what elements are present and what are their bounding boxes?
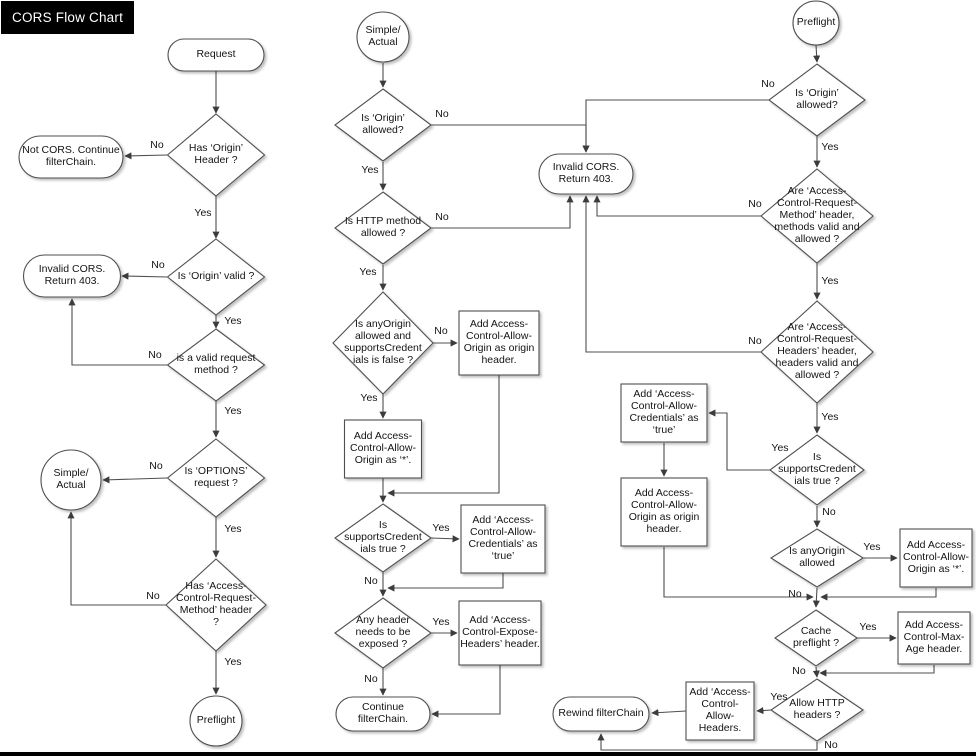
node-simple-actual-left (40, 449, 102, 511)
edge-pf-allowhttp-yes (756, 706, 772, 715)
edge-pf-acrh-no (582, 195, 761, 353)
node-sa-is-origin-allowed (334, 88, 432, 162)
edge-pf-headers-to-rewind (651, 709, 687, 717)
node-is-origin-valid (166, 238, 266, 316)
edge-origin-valid-no (121, 272, 168, 280)
edge-options-no (102, 476, 168, 484)
node-is-valid-request-method (166, 328, 266, 402)
edge-sa-acao-origin-join (387, 375, 500, 497)
bottom-edge-bar (0, 752, 976, 756)
node-pf-is-supportscred-true (769, 434, 865, 506)
node-pf-cache-preflight (774, 609, 858, 667)
chart-title: CORS Flow Chart (1, 1, 135, 34)
node-rewind-filterchain (552, 696, 650, 732)
node-sa-any-header-exposed (334, 597, 432, 669)
node-preflight-right (792, 0, 840, 46)
node-sa-add-acao-origin (458, 310, 540, 376)
node-pf-acrh-valid (760, 300, 874, 404)
edge-sa-acac-join (387, 573, 504, 592)
edge-pf-acrm-no (593, 195, 761, 217)
node-simple-actual-mid (356, 11, 410, 63)
node-request (167, 38, 265, 72)
node-invalid-cors-left (22, 254, 122, 298)
edge-acrm-header-no (67, 511, 166, 606)
edge-pf-supportscred-yes (708, 409, 770, 471)
node-has-acrm-header (165, 558, 267, 652)
node-sa-add-acac-true (460, 504, 546, 574)
node-invalid-cors-mid (538, 153, 634, 195)
edge-sa-origin-no (431, 124, 590, 153)
edge-pf-acao-join (663, 547, 814, 601)
shapes-group (18, 0, 973, 747)
node-pf-is-anyorigin-allowed (769, 528, 865, 588)
edge-pf-allowhttp-no (597, 733, 818, 751)
node-preflight-left (189, 695, 243, 747)
edge-sa-expose-join (431, 665, 501, 718)
edge-pf-cache-no (812, 666, 820, 678)
node-pf-add-acao-star (899, 528, 973, 588)
node-not-cors (18, 135, 124, 179)
node-sa-add-expose-headers (458, 600, 542, 666)
node-is-options-request (166, 438, 266, 518)
node-pf-add-acao-origin (620, 477, 708, 547)
edge-pf-star-join (820, 588, 937, 601)
node-sa-is-http-method-allowed (334, 191, 432, 265)
edge-valid-method-no (68, 298, 167, 366)
node-sa-add-acao-star (343, 419, 423, 479)
node-pf-is-origin-allowed (768, 63, 866, 137)
edge-pf-anyorigin-no (812, 587, 820, 608)
edge-pf-start (813, 44, 821, 63)
edges-group (67, 44, 937, 751)
node-pf-add-acac-true (620, 383, 708, 443)
edge-pf-origin-no (582, 99, 769, 153)
edge-sa-supportscred-yes (430, 535, 460, 543)
node-has-origin-header (166, 113, 266, 197)
node-pf-add-allow-headers (685, 681, 755, 741)
node-sa-is-supportscred-true (334, 503, 432, 573)
edge-has-origin-no (124, 152, 168, 160)
node-continue-filterchain (335, 696, 431, 732)
node-sa-anyorigin-supportscred-false (332, 291, 434, 395)
node-pf-add-max-age (897, 611, 971, 665)
edge-pf-maxage-join (819, 665, 935, 677)
node-pf-acrm-valid (760, 168, 874, 264)
edge-sa-method-no (431, 195, 574, 229)
node-pf-allow-http-headers (770, 678, 864, 742)
